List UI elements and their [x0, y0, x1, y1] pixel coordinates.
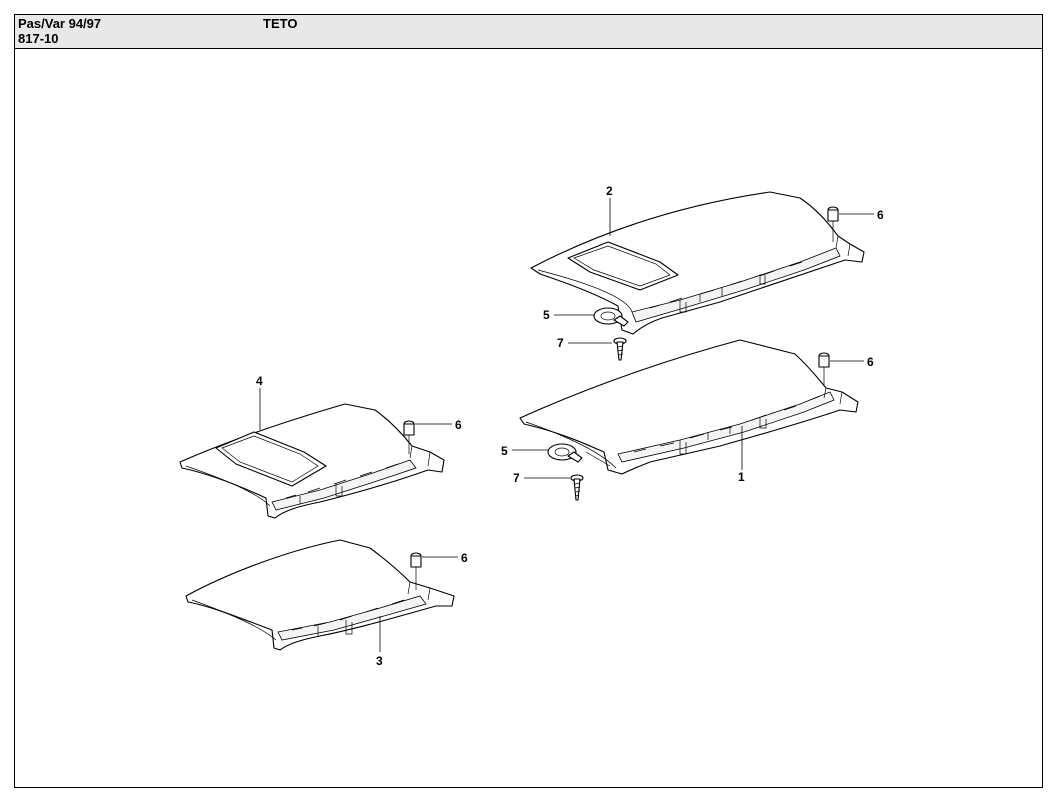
roof-panel-sunroof-small [179, 403, 445, 519]
title-bar: Pas/Var 94/97 817-10 TETO [15, 15, 1042, 49]
callout-6-part4: 6 [455, 418, 462, 432]
screw-7-middle [570, 474, 584, 501]
callout-7-middle: 7 [513, 471, 520, 485]
callout-5-middle: 5 [501, 444, 508, 458]
callout-4: 4 [256, 374, 263, 388]
bolt-6-part4 [403, 420, 415, 454]
roof-panel-small [185, 539, 455, 651]
page-frame: Pas/Var 94/97 817-10 TETO [14, 14, 1043, 788]
clip-5-top [593, 307, 629, 327]
bolt-6-part1 [818, 352, 830, 386]
roof-panel-sunroof-large [530, 191, 865, 335]
screw-7-top [613, 337, 627, 361]
section-title: TETO [263, 16, 298, 31]
callout-7-top: 7 [557, 336, 564, 350]
callout-6-part1: 6 [867, 355, 874, 369]
leader-lines [259, 198, 874, 652]
callout-5-top: 5 [543, 308, 550, 322]
callout-2: 2 [606, 184, 613, 198]
diagram-code: 817-10 [18, 31, 59, 46]
callout-1: 1 [738, 470, 745, 484]
roof-panel-large [519, 339, 859, 475]
clip-5-middle [547, 443, 583, 463]
callout-3: 3 [376, 654, 383, 668]
callout-6-part2: 6 [877, 208, 884, 222]
callout-6-part3: 6 [461, 551, 468, 565]
bolt-6-part2 [827, 206, 839, 242]
model-label: Pas/Var 94/97 [18, 16, 102, 31]
bolt-6-part3 [410, 552, 422, 590]
